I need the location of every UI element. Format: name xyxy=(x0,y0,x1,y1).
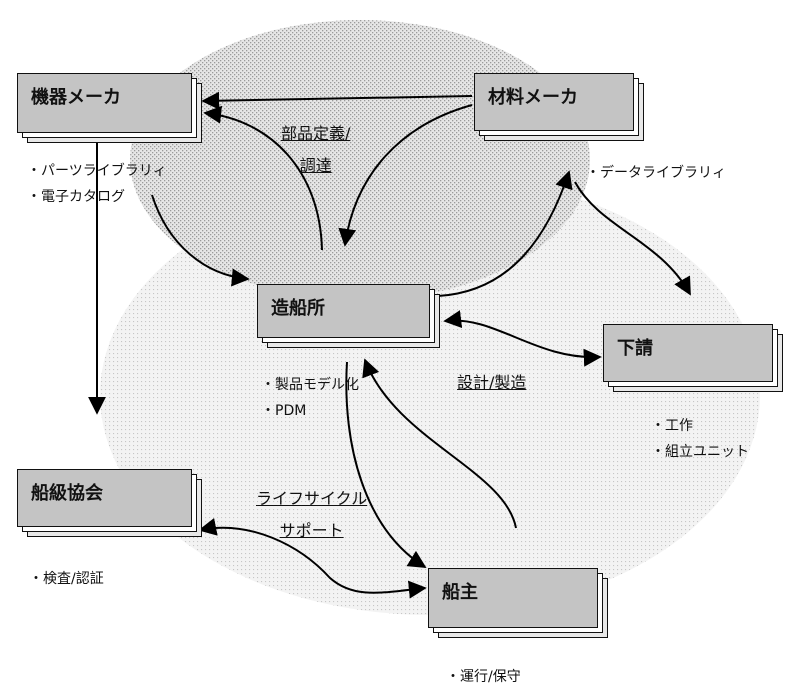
arrow-equipment-to-shipyard xyxy=(151,194,250,287)
edge-label-lifecycle-support: ライフサイクル サポート xyxy=(256,483,367,547)
note-pdm: ・PDM xyxy=(261,403,307,419)
edge-label-parts-definition: 部品定義/ 調達 xyxy=(281,118,350,182)
arrow-shipowner-to-shipyard xyxy=(362,358,517,529)
arrow-classification-shipowner xyxy=(198,518,427,599)
arrow-data-library-to-subcontractor xyxy=(574,181,691,296)
arrow-material-to-equipment xyxy=(201,91,473,110)
node-label-shipowner: 船主 xyxy=(442,582,478,603)
note-assembly-unit: ・組立ユニット xyxy=(651,444,749,460)
note-data-library: ・データライブラリィ xyxy=(586,165,726,181)
arrow-material-to-shipyard xyxy=(338,104,473,247)
edge-label-lifecycle-support-line1: ライフサイクル xyxy=(256,489,368,508)
arrows xyxy=(88,91,691,599)
edge-label-parts-definition-line2: 調達 xyxy=(299,156,332,175)
node-label-equipment-maker: 機器メーカ xyxy=(31,87,121,108)
note-classification-society: ・検査/認証 xyxy=(29,571,104,587)
node-material-maker: 材料メーカ xyxy=(474,73,644,141)
node-shipyard: 造船所 xyxy=(257,284,440,348)
arrow-shipyard-to-data-library xyxy=(437,170,573,297)
node-label-subcontractor: 下請 xyxy=(617,338,653,359)
note-shipowner: ・運行/保守 xyxy=(446,669,521,685)
note-electronic-catalog: ・電子カタログ xyxy=(27,189,125,205)
node-label-classification-society: 船級協会 xyxy=(31,483,103,504)
note-fabrication: ・工作 xyxy=(651,418,693,434)
node-label-shipyard: 造船所 xyxy=(271,298,325,319)
node-classification-society: 船級協会 xyxy=(17,469,202,537)
node-subcontractor: 下請 xyxy=(603,324,783,392)
edge-label-design-manufacture: 設計/製造 xyxy=(457,373,527,392)
note-parts-library: ・パーツライブラリィ xyxy=(27,163,167,179)
edge-label-lifecycle-support-line2: サポート xyxy=(279,521,344,540)
note-equipment-maker: ・パーツライブラリィ ・電子カタログ xyxy=(27,158,167,210)
node-label-material-maker: 材料メーカ xyxy=(488,87,578,108)
node-equipment-maker: 機器メーカ xyxy=(17,73,202,143)
edge-label-parts-definition-line1: 部品定義/ xyxy=(281,124,351,143)
arrow-shipyard-to-equipment xyxy=(203,105,323,251)
note-subcontractor: ・工作 ・組立ユニット xyxy=(651,413,749,465)
note-shipyard: ・製品モデル化 ・PDM xyxy=(261,372,359,424)
note-product-modeling: ・製品モデル化 xyxy=(261,377,359,393)
node-shipowner: 船主 xyxy=(428,568,608,638)
arrow-shipyard-subcontractor xyxy=(443,310,602,367)
